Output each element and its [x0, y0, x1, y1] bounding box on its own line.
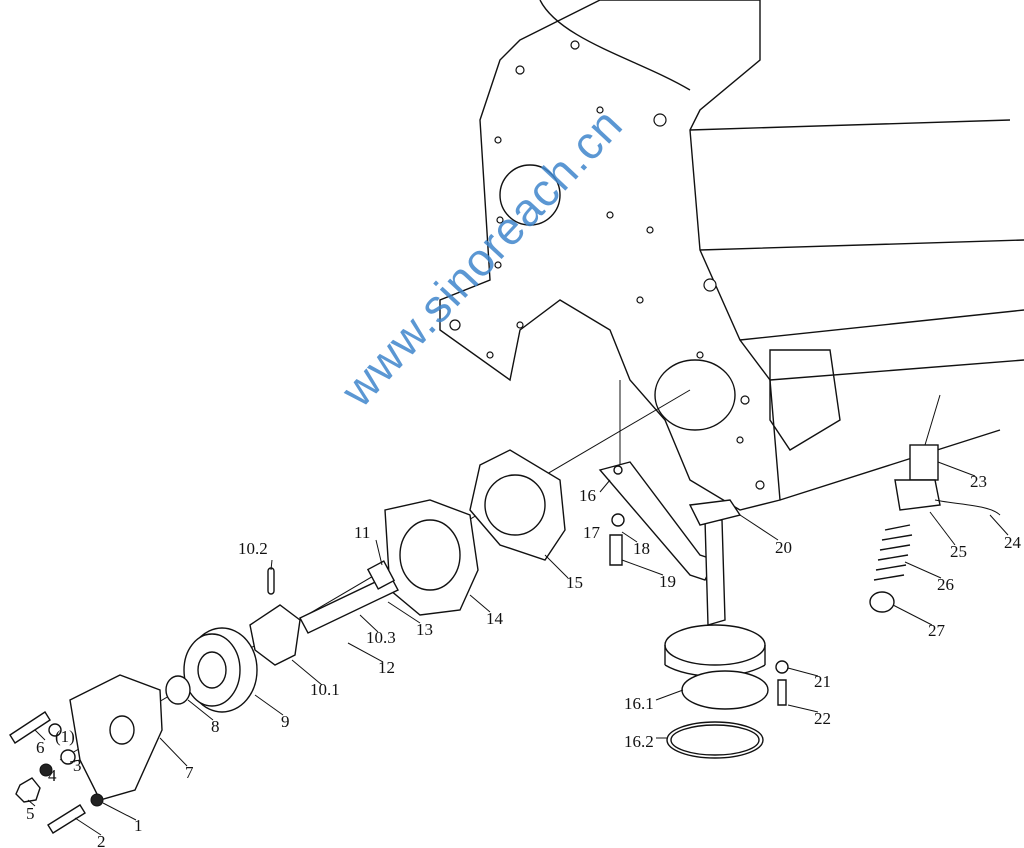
callout-25: 25	[950, 542, 967, 561]
bolts	[9, 534, 787, 834]
callout-4: 4	[48, 766, 57, 785]
callout-9: 9	[281, 712, 290, 731]
callout-11: 11	[354, 523, 371, 542]
callout-16-1: 16.1	[624, 694, 654, 713]
callout-12: 12	[378, 658, 395, 677]
engine-block	[439, 0, 1024, 511]
leader-lines	[27, 461, 1009, 836]
callout-2: 2	[97, 832, 106, 848]
drive-10-1	[249, 604, 301, 666]
callout-7: 7	[185, 763, 194, 782]
callout-17: 17	[583, 523, 600, 542]
callout-10-1: 10.1	[310, 680, 340, 699]
gasket-15	[469, 449, 566, 561]
pump-housing-14	[384, 499, 479, 616]
callout-15: 15	[566, 573, 583, 592]
callout-23: 23	[970, 472, 987, 491]
callout-6: 6	[36, 738, 45, 757]
callout-21: 21	[814, 672, 831, 691]
callout-1-paren: (1)	[55, 727, 75, 746]
callout-24: 24	[1004, 533, 1021, 552]
callout-14: 14	[486, 609, 503, 628]
callout-5: 5	[26, 804, 35, 823]
callout-3: 3	[73, 756, 82, 775]
shaft-10-3	[299, 560, 399, 634]
relief-valve	[869, 394, 1001, 613]
gear-9	[183, 627, 258, 713]
callout-1: 1	[134, 816, 143, 835]
callout-22: 22	[814, 709, 831, 728]
callout-16: 16	[579, 486, 596, 505]
callout-27: 27	[928, 621, 945, 640]
callout-19: 19	[659, 572, 676, 591]
washers-nuts	[15, 513, 789, 807]
callout-18: 18	[633, 539, 650, 558]
callout-10-2: 10.2	[238, 539, 268, 558]
callout-26: 26	[937, 575, 954, 594]
callout-20: 20	[775, 538, 792, 557]
oil-strainer-16	[598, 380, 769, 759]
callout-13: 13	[416, 620, 433, 639]
callout-16-2: 16.2	[624, 732, 654, 751]
callout-10-3: 10.3	[366, 628, 396, 647]
callout-8: 8	[211, 717, 220, 736]
